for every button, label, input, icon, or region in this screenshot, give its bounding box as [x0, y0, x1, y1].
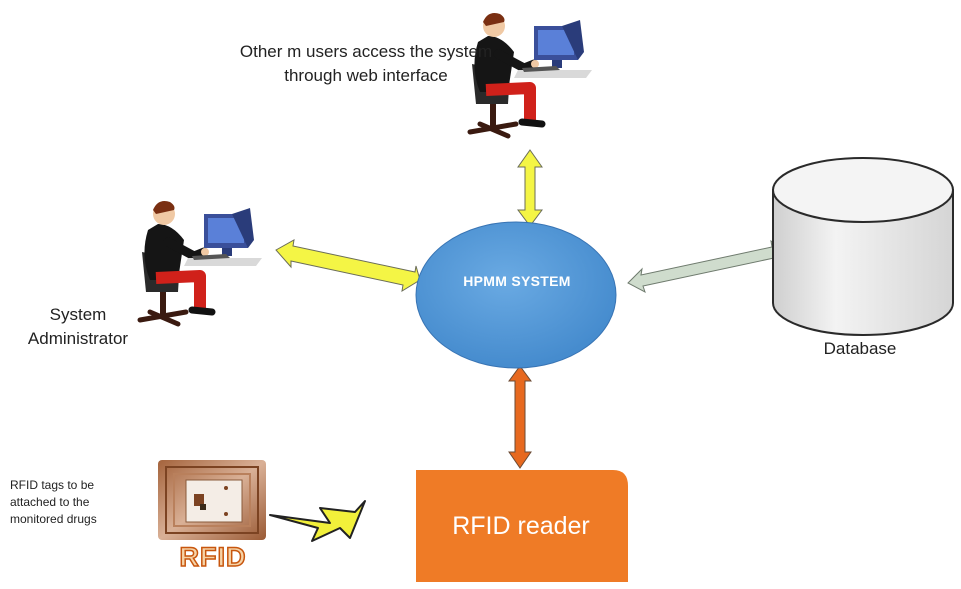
web-users-label: Other m users access the system through … — [239, 42, 493, 85]
hpmm-system-label: HPMM SYSTEM — [463, 273, 571, 289]
database-arrow — [627, 239, 787, 294]
admin-at-computer-icon — [140, 201, 262, 324]
rfid-reader-label: RFID reader — [452, 512, 590, 540]
database-cylinder-icon — [772, 157, 954, 336]
database-label: Database — [823, 339, 897, 358]
rfid-tags-label: RFID tags to be attached to the monitore… — [10, 478, 97, 526]
rfid-reader-node — [416, 470, 628, 582]
rfid-logo-text: RFID — [179, 541, 247, 573]
hpmm-system-node — [415, 221, 617, 369]
admin-label: System Administrator — [27, 305, 129, 348]
lightning-link-icon — [269, 500, 366, 542]
web-users-arrow — [517, 149, 543, 227]
rfid-tag-icon — [158, 460, 266, 540]
admin-arrow — [275, 239, 421, 292]
reader-arrow — [508, 365, 532, 469]
